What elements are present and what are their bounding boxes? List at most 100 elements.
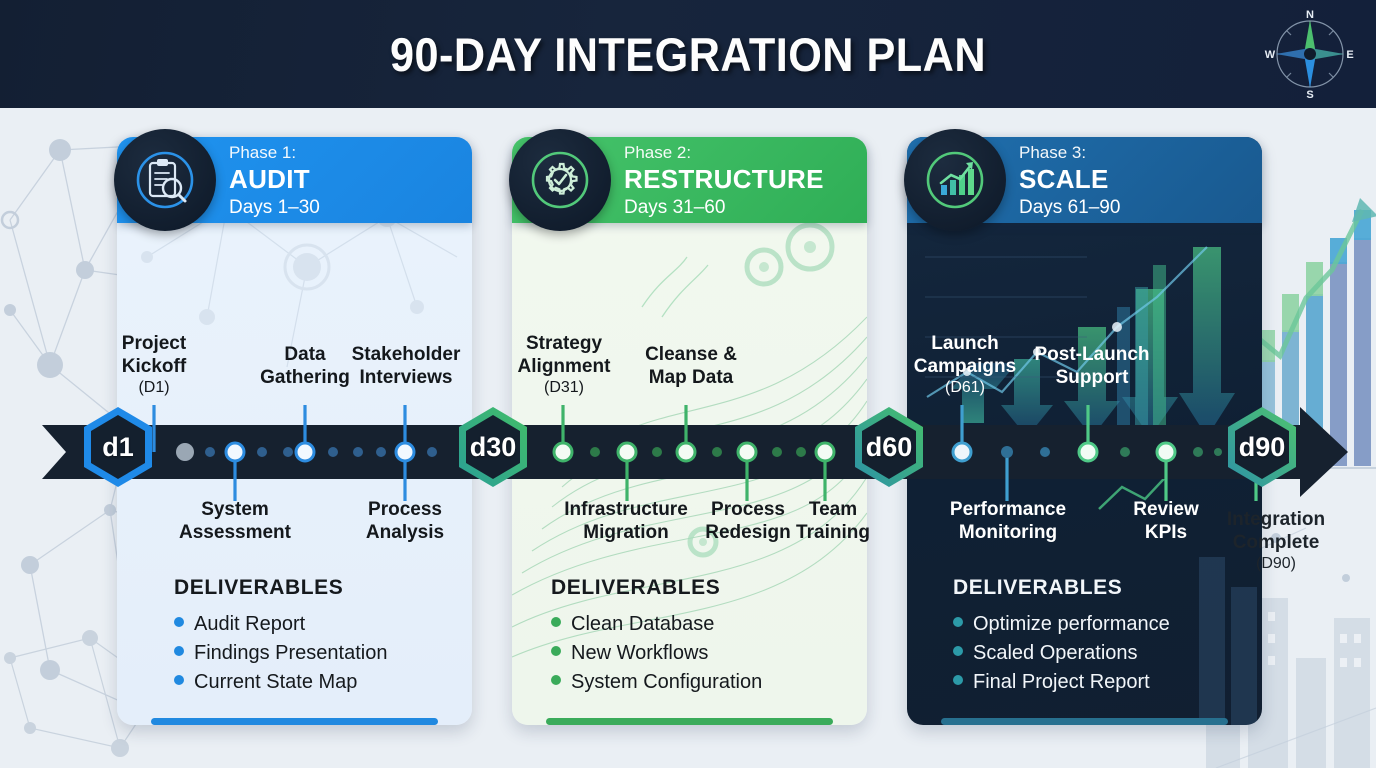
task-line1: Process — [368, 499, 442, 520]
phase3-kicker: Phase 3: — [1019, 143, 1087, 162]
task-line1: Performance — [949, 499, 1067, 520]
deliverables-title: DELIVERABLES — [953, 576, 1123, 599]
hexagon-shape-icon — [459, 407, 527, 487]
deliverable-text: Optimize performance — [973, 613, 1170, 635]
list-item: Audit Report — [174, 610, 504, 639]
list-item: Scaled Operations — [953, 639, 1283, 668]
milestone-d60[interactable]: d60 — [851, 405, 927, 489]
milestone-d90-label: d90 — [1238, 431, 1286, 462]
task-line2: Redesign — [705, 522, 791, 543]
phase2-accent-bar — [546, 718, 833, 725]
deliverable-text: Findings Presentation — [194, 642, 388, 664]
deliverables-phase1: DELIVERABLES Audit Report Findings Prese… — [174, 576, 504, 697]
task-line1: Project — [121, 333, 187, 354]
task-line1: Integration — [1226, 509, 1326, 530]
deliverable-text: Scaled Operations — [973, 642, 1138, 664]
deliverable-text: System Configuration — [571, 671, 763, 693]
phase3-accent-bar — [941, 718, 1228, 725]
deliverable-text: New Workflows — [571, 642, 709, 664]
phase1-accent-bar — [151, 718, 438, 725]
task-launch-campaigns: Launch Campaigns (D61) — [904, 332, 1026, 398]
phase1-name: AUDIT — [229, 164, 310, 194]
task-line1: Team — [808, 499, 858, 520]
milestone-d90[interactable]: d90 — [1224, 405, 1300, 489]
task-line2: Support — [1055, 367, 1129, 388]
task-line1: Process — [711, 499, 785, 520]
list-item: Final Project Report — [953, 668, 1283, 697]
task-cleanse-map-data: Cleanse & Map Data — [632, 343, 750, 389]
task-line2: Analysis — [365, 522, 445, 543]
task-sub: (D31) — [543, 379, 584, 396]
phase2-kicker: Phase 2: — [624, 143, 692, 162]
growth-chart-icon — [904, 129, 1006, 231]
timeline-band — [42, 405, 1348, 501]
task-line2: Alignment — [517, 356, 611, 377]
task-system-assessment: System Assessment — [160, 498, 310, 544]
bullet-dot-icon — [953, 675, 963, 685]
task-line2: Complete — [1232, 532, 1320, 553]
deliverable-text: Clean Database — [571, 613, 715, 635]
deliverable-text: Final Project Report — [973, 671, 1150, 693]
list-item: Findings Presentation — [174, 639, 504, 668]
task-line1: Stakeholder — [351, 344, 461, 365]
deliverables-phase2: DELIVERABLES Clean Database New Workflow… — [551, 576, 881, 697]
bullet-dot-icon — [174, 617, 184, 627]
deliverables-title: DELIVERABLES — [551, 576, 721, 599]
phase3-header-text: Phase 3: SCALE Days 61–90 — [1019, 142, 1120, 220]
phase3-name: SCALE — [1019, 164, 1109, 194]
milestone-d1[interactable]: d1 — [80, 405, 156, 489]
deliverables-list: Clean Database New Workflows System Conf… — [551, 610, 881, 697]
hexagon-shape-icon — [855, 407, 923, 487]
phase1-kicker: Phase 1: — [229, 143, 297, 162]
bullet-dot-icon — [551, 646, 561, 656]
page-title: 90-DAY INTEGRATION PLAN — [389, 27, 987, 81]
compass-east-label: E — [1346, 49, 1353, 61]
milestone-d30-label: d30 — [469, 431, 517, 462]
deliverables-phase3: DELIVERABLES Optimize performance Scaled… — [953, 576, 1283, 697]
task-line1: Review — [1133, 499, 1199, 520]
phase2-days: Days 31–60 — [624, 197, 726, 218]
list-item: Optimize performance — [953, 610, 1283, 639]
task-line2: Interviews — [359, 367, 453, 388]
compass-north-label: N — [1306, 9, 1314, 21]
compass-west-label: W — [1265, 49, 1276, 61]
task-sub: (D1) — [138, 379, 170, 396]
milestone-d1-label: d1 — [102, 431, 134, 462]
deliverables-title: DELIVERABLES — [174, 576, 344, 599]
task-line2: Assessment — [179, 522, 291, 543]
milestone-d30[interactable]: d30 — [455, 405, 531, 489]
hexagon-shape-icon — [1228, 407, 1296, 487]
task-infrastructure-migration: Infrastructure Migration — [550, 498, 702, 544]
milestone-d60-label: d60 — [865, 431, 913, 462]
timeline-nodes-phase1 — [152, 405, 437, 501]
list-item: Clean Database — [551, 610, 881, 639]
phase-header-audit[interactable]: Phase 1: AUDIT Days 1–30 — [114, 129, 472, 231]
compass-south-label: S — [1306, 89, 1313, 101]
phase-header-scale[interactable]: Phase 3: SCALE Days 61–90 — [904, 129, 1262, 231]
task-performance-monitoring: Performance Monitoring — [930, 498, 1086, 544]
task-line1: Infrastructure — [564, 499, 688, 520]
task-project-kickoff: Project Kickoff (D1) — [104, 332, 204, 398]
list-item: New Workflows — [551, 639, 881, 668]
phase1-header-text: Phase 1: AUDIT Days 1–30 — [229, 142, 320, 220]
task-line2: Map Data — [648, 367, 734, 388]
task-line1: Cleanse & — [645, 344, 737, 365]
task-stakeholder-interviews: Stakeholder Interviews — [345, 343, 467, 389]
task-process-analysis: Process Analysis — [345, 498, 465, 544]
compass-icon: N S E W — [1265, 9, 1354, 101]
task-line2: Campaigns — [913, 356, 1017, 377]
task-integration-complete: Integration Complete (D90) — [1202, 508, 1350, 574]
page-header: 90-DAY INTEGRATION PLAN N S E W — [0, 0, 1376, 108]
task-process-redesign: Infrastructure Process Redesign — [692, 498, 804, 544]
phase-header-restructure[interactable]: Phase 2: RESTRUCTURE Days 31–60 — [509, 129, 867, 231]
task-line1: Post-Launch — [1034, 344, 1150, 365]
task-line2: Training — [796, 522, 870, 543]
task-line1: Launch — [931, 333, 999, 354]
bullet-dot-icon — [953, 617, 963, 627]
bullet-dot-icon — [174, 675, 184, 685]
bullet-dot-icon — [174, 646, 184, 656]
bullet-dot-icon — [551, 617, 561, 627]
clipboard-audit-icon — [114, 129, 216, 231]
deliverable-text: Audit Report — [194, 613, 306, 635]
task-line2: KPIs — [1144, 522, 1188, 543]
